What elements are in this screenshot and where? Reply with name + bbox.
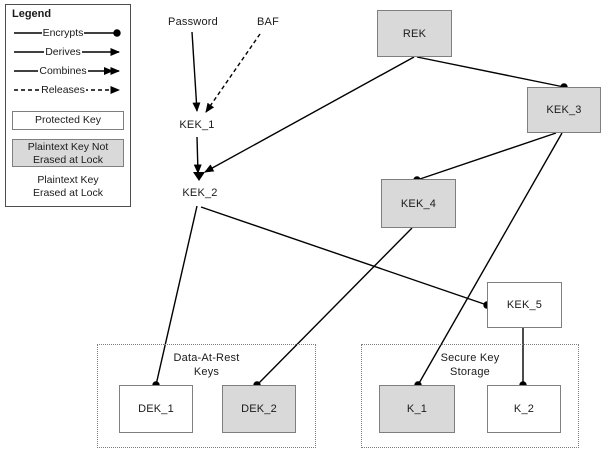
- baf-label: BAF: [257, 16, 279, 28]
- node-rek: REK: [377, 10, 452, 57]
- secure-storage-label-line1: Secure Key: [440, 352, 500, 364]
- node-kek4: KEK_4: [381, 179, 456, 228]
- legend-protected-key-sample: Protected Key: [12, 111, 124, 130]
- legend-row-encrypts: Encrypts: [12, 24, 124, 43]
- kek1-label: KEK_1: [179, 119, 215, 131]
- legend-label: Derives: [44, 46, 82, 58]
- legend-plain-line1: Plaintext Key: [37, 174, 99, 186]
- legend-gray-line1: Plaintext Key Not: [27, 141, 109, 153]
- legend-plain-line2: Erased at Lock: [32, 187, 104, 199]
- node-dek1: DEK_1: [119, 385, 193, 433]
- data-at-rest-label-line1: Data-At-Rest: [173, 352, 240, 364]
- legend-label: Releases: [40, 84, 86, 96]
- secure-key-storage-label: Secure Key Storage: [362, 351, 578, 379]
- data-at-rest-label-line2: Keys: [193, 366, 220, 378]
- legend-label: Combines: [38, 65, 88, 77]
- password-label: Password: [168, 16, 218, 28]
- kek2-label: KEK_2: [182, 187, 218, 199]
- edge-password-kek1: [191, 31, 201, 112]
- edge-baf-kek1: [205, 33, 261, 113]
- legend-gray-line2: Erased at Lock: [32, 154, 104, 166]
- combines-arrowhead: [193, 172, 205, 181]
- legend-title: Legend: [12, 8, 52, 20]
- data-at-rest-label: Data-At-Rest Keys: [98, 351, 315, 379]
- secure-storage-label-line2: Storage: [450, 366, 490, 378]
- secure-key-storage-container: Secure Key Storage: [361, 344, 579, 448]
- node-kek5: KEK_5: [487, 282, 562, 328]
- edge-rek-kek3: [416, 56, 568, 91]
- legend-row-combines: Combines: [12, 62, 124, 81]
- data-at-rest-container: Data-At-Rest Keys: [97, 344, 316, 448]
- node-dek2: DEK_2: [222, 385, 296, 433]
- edge-kek1-kek2: [193, 136, 202, 174]
- legend-plaintext-erased-sample: Plaintext Key Erased at Lock: [6, 174, 130, 200]
- edge-kek3-kek4: [413, 132, 557, 184]
- node-kek3: KEK_3: [527, 87, 601, 133]
- legend-row-releases: Releases: [12, 81, 124, 100]
- node-k1: K_1: [379, 385, 455, 433]
- node-k2: K_2: [487, 385, 561, 433]
- legend: Legend Encrypts Derives Combines Release…: [5, 4, 131, 207]
- legend-row-derives: Derives: [12, 43, 124, 62]
- legend-label: Encrypts: [41, 27, 85, 39]
- legend-plaintext-not-erased-sample: Plaintext Key Not Erased at Lock: [12, 139, 124, 167]
- edge-rek-kek2: [204, 56, 415, 173]
